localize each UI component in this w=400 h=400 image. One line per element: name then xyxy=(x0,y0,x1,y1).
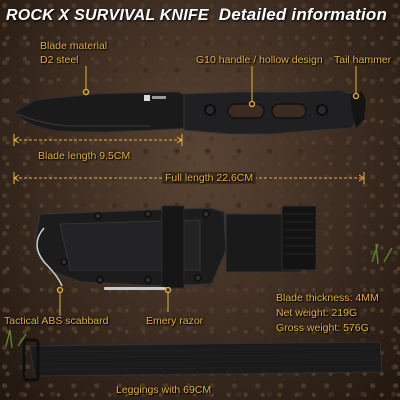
handle-hollow-slot xyxy=(271,103,307,119)
brand-logo-mark xyxy=(144,95,150,101)
tail-hammer xyxy=(350,92,366,128)
leg-strap xyxy=(29,341,383,377)
page-subtitle: Detailed information xyxy=(218,5,388,24)
gross-weight-label: Gross weight: 576G xyxy=(276,322,369,334)
callout-dot xyxy=(164,286,172,294)
handle-screw xyxy=(204,104,216,116)
blade-steel-label: D2 steel xyxy=(40,54,79,66)
callout-dot xyxy=(248,100,256,108)
net-weight-label: Net weight: 219G xyxy=(276,307,358,319)
sheath-illustration xyxy=(33,205,317,290)
callout-dot xyxy=(352,92,360,100)
knife-illustration xyxy=(13,89,366,135)
callout-dot xyxy=(56,286,64,294)
handle-hollow-slot xyxy=(227,103,265,119)
knife-blade xyxy=(13,91,187,133)
full-length-label: Full length 22.6CM xyxy=(162,172,257,184)
sheath-eyelets xyxy=(60,210,210,284)
tail-hammer-label: Tail hammer xyxy=(334,54,392,66)
strap-buckle xyxy=(22,338,40,382)
blade-length-label: Blade length 9.5CM xyxy=(38,150,131,162)
callout-dot xyxy=(82,88,90,96)
page-title: ROCK X SURVIVAL KNIFE Detailed informatio… xyxy=(6,5,387,25)
product-name: ROCK X SURVIVAL KNIFE xyxy=(6,7,209,24)
leg-strap-illustration xyxy=(22,338,383,382)
leggings-label: Leggings with 69CM xyxy=(116,384,212,396)
blade-thickness-label: Blade thickness: 4MM xyxy=(276,292,379,304)
emery-razor-rod xyxy=(104,287,166,290)
handle-label: G10 handle / hollow design xyxy=(196,54,323,66)
sheath-strap xyxy=(161,205,185,289)
handle-screw xyxy=(316,104,328,116)
lanyard-cord xyxy=(36,227,63,287)
grass-decoration xyxy=(5,243,393,349)
scabbard-label: Tactical ABS scabbard xyxy=(4,315,109,327)
blade-material-label: Blade material xyxy=(40,40,108,52)
blade-edge-highlight xyxy=(17,113,150,127)
emery-razor-label: Emery razor xyxy=(146,315,204,327)
